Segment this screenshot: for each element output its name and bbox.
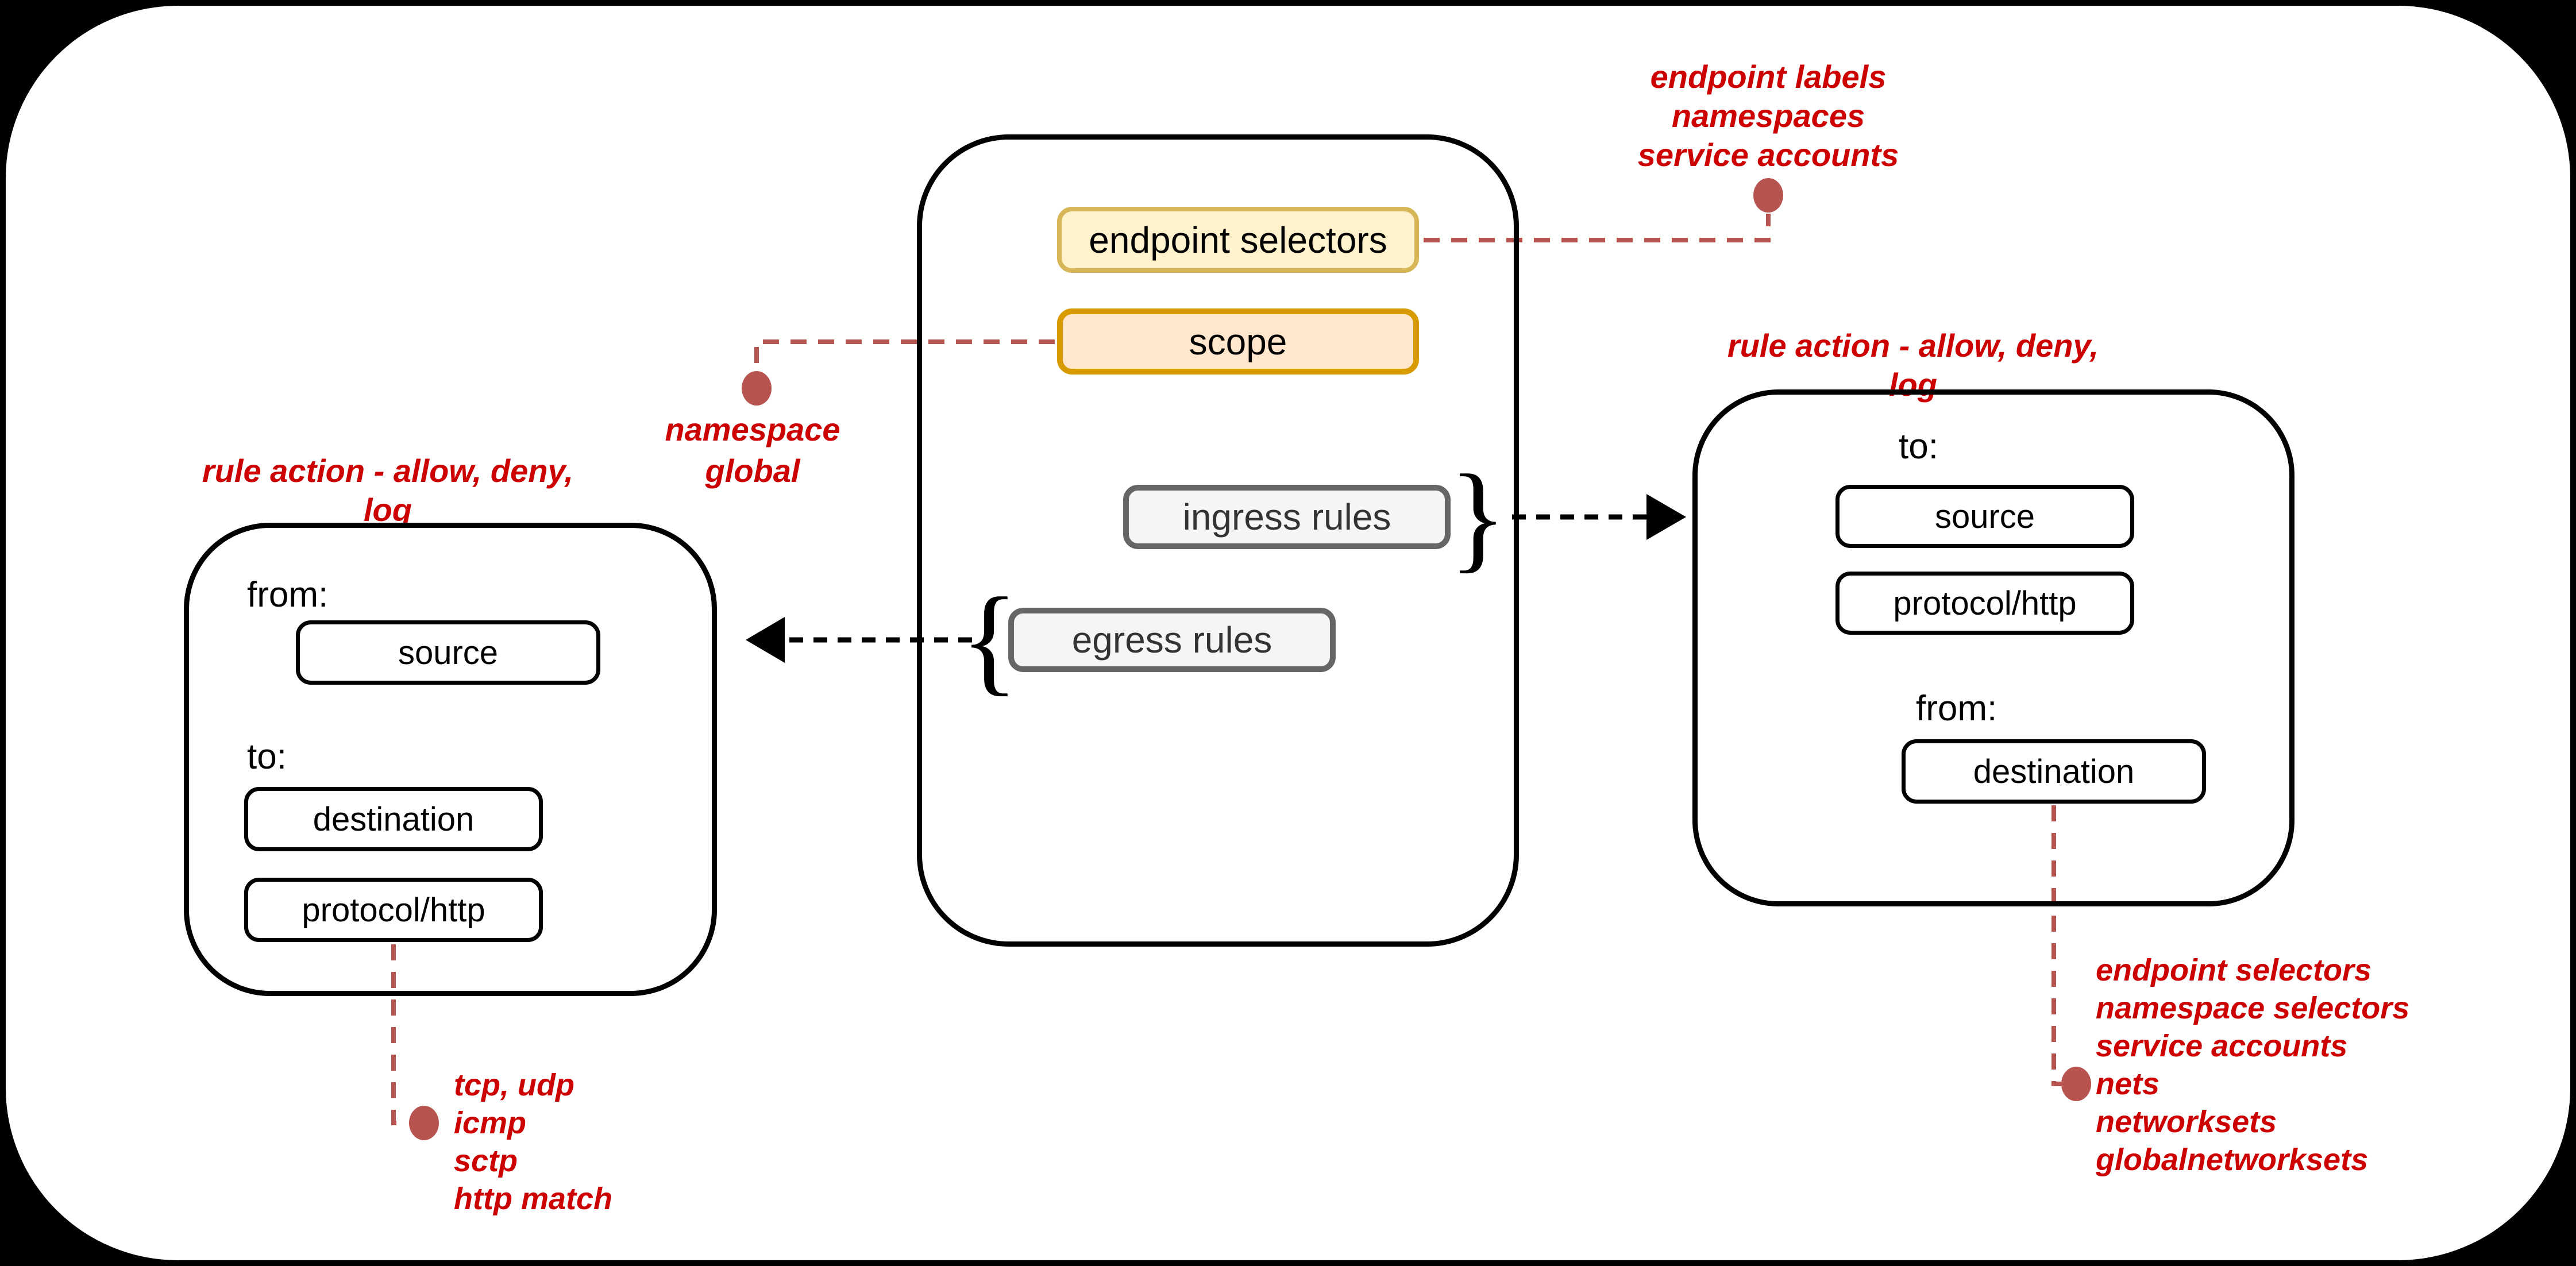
ingress-brace-glyph: } <box>1449 450 1507 584</box>
note-line: tcp, udp <box>454 1068 574 1102</box>
note-line: networksets <box>2096 1105 2277 1139</box>
note-line: namespace <box>665 411 840 447</box>
note-line: globalnetworksets <box>2096 1143 2369 1177</box>
egress-rules-box: egress rules <box>1008 608 1336 672</box>
egress-protocol-label: protocol/http <box>302 891 485 929</box>
note-line: service accounts <box>1637 137 1899 173</box>
ingress-rule-action-note: rule action - allow, deny, log <box>1727 327 2099 403</box>
egress-source-label: source <box>398 634 499 671</box>
egress-from-label: from: <box>247 575 329 615</box>
ingress-detail-box <box>1692 389 2295 906</box>
note-line: sctp <box>454 1144 518 1178</box>
ingress-destination-box: destination <box>1902 739 2206 804</box>
ingress-protocol-label: protocol/http <box>1893 584 2077 622</box>
protocol-note: tcp, udp icmp sctp http match <box>454 1066 612 1218</box>
note-line: global <box>705 453 800 489</box>
note-line: endpoint selectors <box>2096 953 2372 987</box>
egress-to-label: to: <box>247 737 287 777</box>
endpoint-selectors-label: endpoint selectors <box>1089 219 1387 261</box>
ingress-source-label: source <box>1934 497 2035 535</box>
endpoint-selectors-note: endpoint labels namespaces service accou… <box>1596 57 1941 175</box>
policy-container-box <box>917 134 1519 947</box>
scope-box: scope <box>1057 308 1419 375</box>
note-line: icmp <box>454 1106 527 1140</box>
scope-note: namespace global <box>580 409 925 492</box>
ingress-rules-box: ingress rules <box>1123 485 1451 549</box>
ingress-source-box: source <box>1835 485 2134 548</box>
egress-source-box: source <box>296 620 600 685</box>
egress-destination-box: destination <box>244 787 543 851</box>
endpoint-selectors-box: endpoint selectors <box>1057 207 1419 273</box>
scope-label: scope <box>1189 321 1287 362</box>
egress-rules-label: egress rules <box>1071 619 1272 661</box>
ingress-destination-label: destination <box>1973 752 2135 790</box>
ingress-protocol-box: protocol/http <box>1835 572 2134 635</box>
egress-detail-box <box>184 523 717 996</box>
destination-note: endpoint selectors namespace selectors s… <box>2096 951 2409 1179</box>
note-line: namespace selectors <box>2096 991 2410 1025</box>
ingress-to-label: to: <box>1899 427 1938 466</box>
ingress-rules-label: ingress rules <box>1182 496 1391 538</box>
egress-brace-glyph: { <box>961 573 1019 707</box>
egress-protocol-box: protocol/http <box>244 878 543 942</box>
note-line: endpoint labels <box>1650 59 1887 95</box>
note-line: http match <box>454 1182 612 1216</box>
ingress-from-label: from: <box>1916 689 1997 728</box>
egress-rule-action-note: rule action - allow, deny, log <box>202 453 574 528</box>
egress-destination-label: destination <box>313 800 475 838</box>
note-line: namespaces <box>1671 98 1865 134</box>
note-line: nets <box>2096 1067 2160 1101</box>
note-line: service accounts <box>2096 1029 2348 1063</box>
